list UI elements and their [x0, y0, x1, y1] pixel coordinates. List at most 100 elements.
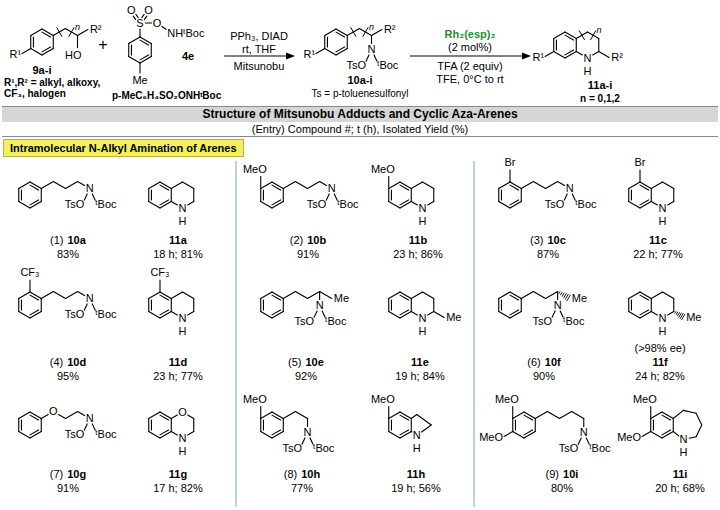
bond-line: [84, 424, 87, 430]
bond-line: [564, 294, 566, 298]
bond-line: [261, 412, 272, 419]
atom-label: N: [86, 412, 94, 425]
bond-line: [283, 419, 284, 432]
bond-line: [565, 35, 574, 40]
atom-label: TsO: [65, 198, 85, 211]
bond-line: [676, 312, 677, 314]
bond-line: [389, 412, 400, 419]
bond-line: [272, 202, 283, 209]
bond-line: [559, 292, 561, 294]
atom-label: O: [178, 406, 187, 419]
bond-line: [554, 52, 565, 59]
bond-line: [553, 39, 554, 52]
atom-label: H: [419, 215, 427, 228]
bond-line: [30, 36, 31, 49]
bond-line: [162, 26, 166, 29]
compound-number: 11a: [169, 234, 187, 247]
bond-line: [272, 412, 283, 419]
yield-text: 23 h; 77%: [153, 370, 203, 383]
bond-line: [554, 32, 565, 39]
atom-label: NHᵗBoc: [167, 27, 204, 40]
yield-text: 80%: [551, 482, 573, 495]
atom-label: MeO: [243, 393, 267, 406]
bond-line: [31, 29, 42, 36]
compound-number: 10a: [68, 234, 86, 247]
atom-label: H: [659, 325, 667, 338]
bond-line: [283, 412, 295, 419]
compound-number: 11b: [409, 234, 427, 247]
bond-line: [389, 312, 400, 319]
atom-label: N: [419, 202, 427, 215]
yield-text: 87%: [537, 248, 559, 261]
bond-line: [696, 413, 702, 425]
bond-line: [653, 420, 654, 430]
atom-label: ᵗBoc: [95, 198, 116, 211]
atom-label: TsO: [545, 198, 565, 211]
bond-line: [260, 189, 261, 202]
atom-label: R¹: [533, 51, 545, 64]
bond-line: [662, 415, 671, 420]
bond-line: [521, 182, 533, 189]
atom-label: TsO: [559, 442, 579, 455]
compound-number: 11g: [169, 468, 187, 481]
compound-number: 4e: [182, 50, 194, 63]
bond-line: [547, 412, 559, 419]
bond-line: [673, 419, 674, 432]
bond-line: [535, 419, 536, 432]
bond-line: [160, 200, 169, 205]
bond-line: [183, 292, 194, 299]
bond-line: [151, 190, 152, 200]
bond-line: [535, 412, 547, 419]
atom-label: N: [566, 182, 574, 195]
bond-line: [696, 425, 702, 437]
atom-label: N: [86, 292, 94, 305]
bond-line: [662, 432, 673, 439]
atom-label: Me: [334, 292, 349, 305]
atom-label: ᵗBoc: [95, 308, 116, 321]
bond-line: [521, 299, 522, 312]
atom-label: N: [179, 202, 187, 215]
bond-line: [322, 311, 325, 317]
bond-line: [128, 44, 129, 57]
atom-label: N: [554, 299, 562, 312]
bond-line: [400, 182, 411, 189]
atom-label: H: [659, 215, 667, 228]
column-separator: [473, 161, 475, 507]
bond-line: [160, 412, 171, 419]
bond-line: [576, 39, 577, 52]
bond-line: [411, 299, 412, 312]
bond-line: [307, 419, 308, 427]
bond-line: [171, 189, 172, 202]
bond-line: [320, 182, 327, 186]
bond-line: [336, 29, 347, 36]
bond-line: [562, 293, 564, 296]
bond-line: [160, 292, 171, 299]
bond-line: [283, 299, 284, 312]
atom-label: O: [144, 4, 153, 17]
column-separator: [235, 161, 237, 507]
bond-line: [21, 420, 22, 430]
bond-line: [30, 182, 41, 189]
bond-line: [30, 430, 39, 435]
bond-line: [272, 200, 281, 205]
bond-line: [650, 407, 651, 419]
bond-line: [366, 55, 369, 61]
bond-line: [391, 190, 392, 200]
bond-line: [389, 182, 400, 189]
bond-line: [388, 189, 389, 202]
bond-line: [260, 407, 261, 419]
bond-line: [631, 190, 632, 200]
bond-line: [640, 200, 649, 205]
bond-line: [308, 292, 320, 299]
bond-line: [30, 310, 39, 315]
atom-label: O: [127, 4, 136, 17]
bond-line: [21, 300, 22, 310]
bond-line: [160, 310, 169, 315]
bond-line: [149, 202, 160, 209]
bond-line: [151, 420, 152, 430]
atom-label: MeO: [243, 163, 267, 176]
bond-line: [334, 194, 337, 200]
bond-line: [388, 407, 389, 419]
atom-label: TsO: [65, 308, 85, 321]
bond-line: [171, 419, 172, 432]
